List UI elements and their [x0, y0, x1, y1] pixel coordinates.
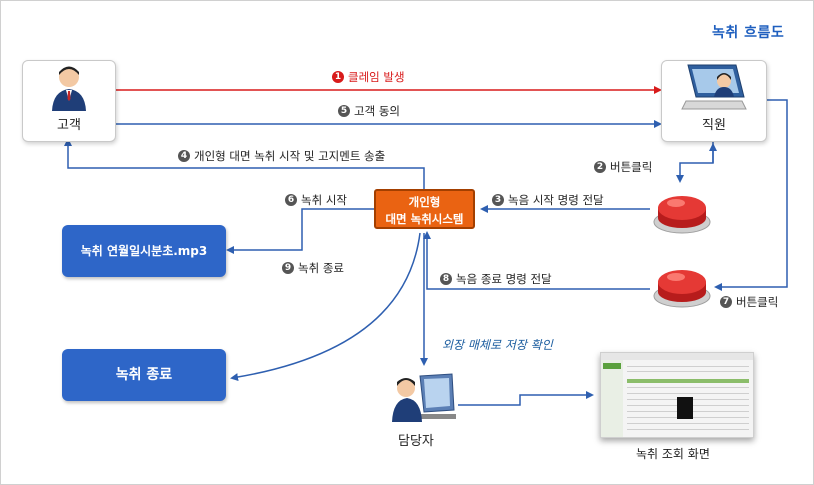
recording-file-box: 녹취 연월일시분초.mp3 [62, 225, 226, 277]
step-2-text: 버튼클릭 [610, 160, 653, 174]
customer-label: 고객 [57, 118, 81, 133]
diagram-title: 녹취 흐름도 [712, 25, 785, 41]
step-3-text: 녹음 시작 명령 전달 [508, 193, 604, 207]
step-5-text: 고객 동의 [354, 104, 400, 118]
system-line-2: 대면 녹취시스템 [385, 212, 464, 226]
step-5-label: 5 고객 동의 [338, 103, 400, 119]
step-9-text: 녹취 종료 [298, 261, 344, 275]
staff-computer-icon [681, 64, 747, 110]
step-8-number: 8 [440, 273, 452, 285]
arrow-recording-end [230, 232, 421, 381]
step-1-label: 1 클레임 발생 [332, 69, 405, 85]
customer-box: 고객 [22, 60, 116, 142]
step-7-number: 7 [720, 296, 732, 308]
arrow-record [226, 208, 374, 254]
step-7-text: 버튼클릭 [736, 295, 779, 309]
arrow-notify [64, 138, 425, 189]
arrow-to-screen [458, 391, 594, 406]
step-4-text: 개인형 대면 녹취 시작 및 고지멘트 송출 [194, 149, 386, 163]
step-8-label: 8 녹음 종료 명령 전달 [440, 271, 552, 287]
end-red-button-icon [653, 270, 711, 308]
recording-system-box: 개인형 대면 녹취시스템 [374, 189, 475, 229]
step-4-label: 4 개인형 대면 녹취 시작 및 고지멘트 송출 [178, 148, 385, 164]
step-6-text: 녹취 시작 [301, 193, 347, 207]
step-4-number: 4 [178, 150, 190, 162]
recording-end-box: 녹취 종료 [62, 349, 226, 401]
step-9-label: 9 녹취 종료 [282, 260, 344, 276]
staff-box: 직원 [661, 60, 767, 142]
step-1-text: 클레임 발생 [348, 70, 405, 84]
manager-person-icon [392, 373, 456, 422]
storage-check-label: 외장 매체로 저장 확인 [442, 338, 553, 352]
step-3-number: 3 [492, 194, 504, 206]
manager-label: 담당자 [398, 434, 434, 449]
step-2-number: 2 [594, 161, 606, 173]
recording-lookup-screen-image [600, 352, 754, 438]
start-red-button-icon [653, 196, 711, 234]
screen-label: 녹취 조회 화면 [636, 447, 710, 461]
step-6-number: 6 [285, 194, 297, 206]
step-8-text: 녹음 종료 명령 전달 [456, 272, 552, 286]
step-1-number: 1 [332, 71, 344, 83]
arrow-end-click [714, 99, 788, 291]
arrow-end-command [423, 231, 650, 290]
step-5-number: 5 [338, 105, 350, 117]
system-line-1: 개인형 [408, 195, 441, 209]
arrow-button-click [676, 140, 714, 183]
customer-person-icon [52, 66, 86, 111]
step-9-number: 9 [282, 262, 294, 274]
staff-label: 직원 [702, 118, 726, 133]
step-3-label: 3 녹음 시작 명령 전달 [492, 192, 604, 208]
step-2-label: 2 버튼클릭 [594, 159, 652, 175]
step-6-label: 6 녹취 시작 [285, 192, 347, 208]
step-7-label: 7 버튼클릭 [720, 294, 778, 310]
